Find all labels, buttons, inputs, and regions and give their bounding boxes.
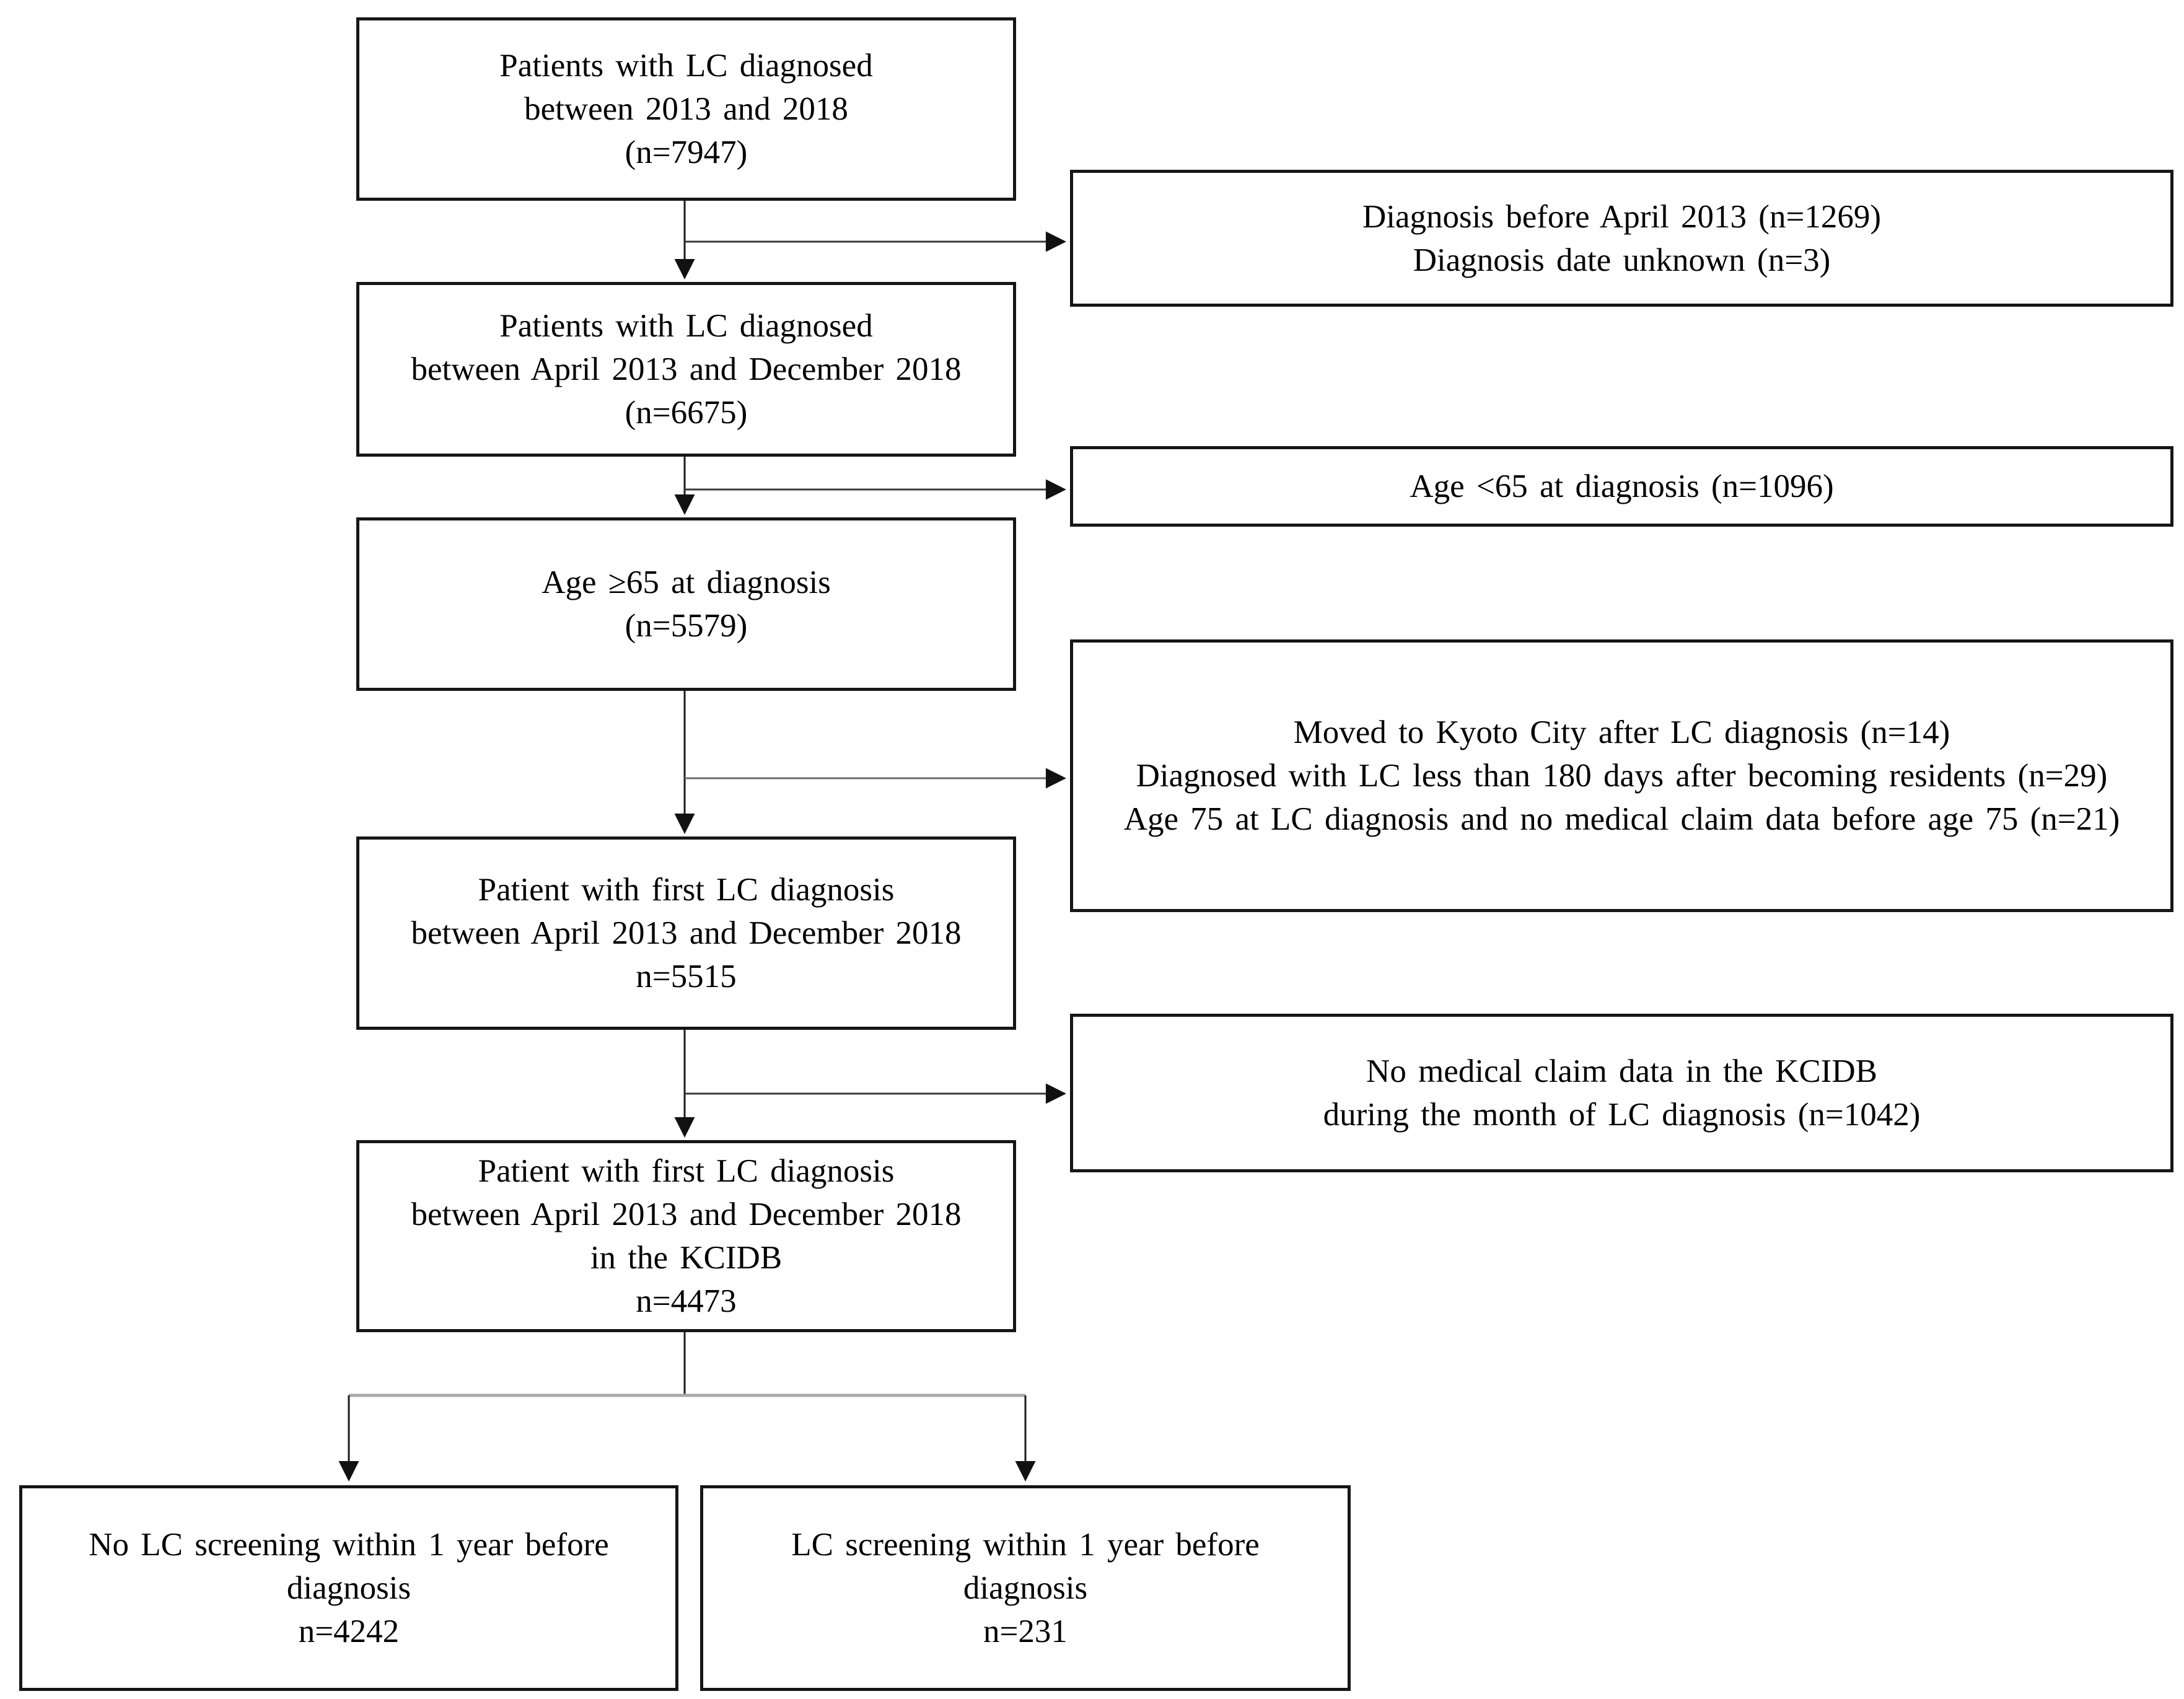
- box-excl-age-lt-65: Age <65 at diagnosis (n=1096): [1070, 446, 2173, 527]
- box-excl-residency-and-claims: Moved to Kyoto City after LC diagnosis (…: [1070, 639, 2173, 912]
- box-outcome-no-lc-screening-n4242: No LC screening within 1 year before dia…: [19, 1485, 678, 1691]
- box-excl-diagnosis-before-apr2013: Diagnosis before April 2013 (n=1269) Dia…: [1070, 170, 2173, 307]
- box-text-line: between April 2013 and December 2018: [411, 915, 962, 951]
- box-text-line: Diagnosed with LC less than 180 days aft…: [1136, 758, 2108, 794]
- box-text-line: between April 2013 and December 2018: [411, 351, 962, 387]
- box-text-line: n=4473: [636, 1283, 737, 1319]
- box-lc-diagnosed-2013-2018: Patients with LC diagnosed between 2013 …: [356, 17, 1016, 201]
- box-text-line: (n=6675): [625, 395, 748, 431]
- box-text-line: No medical claim data in the KCIDB: [1366, 1053, 1877, 1089]
- box-text-line: n=4242: [298, 1613, 400, 1649]
- box-text-line: Patients with LC diagnosed: [499, 308, 873, 344]
- box-excl-no-claim-data-kcidb: No medical claim data in the KCIDB durin…: [1070, 1014, 2173, 1172]
- box-text-line: Patient with first LC diagnosis: [478, 872, 895, 908]
- box-text-line: (n=5579): [625, 608, 748, 644]
- box-text-line: LC screening within 1 year before: [791, 1527, 1260, 1563]
- box-text-line: No LC screening within 1 year before: [89, 1527, 609, 1563]
- box-text-line: in the KCIDB: [590, 1240, 783, 1276]
- box-text-line: diagnosis: [963, 1570, 1088, 1606]
- box-text-line: Age 75 at LC diagnosis and no medical cl…: [1123, 801, 2120, 837]
- box-text-line: between April 2013 and December 2018: [411, 1196, 962, 1232]
- box-text-line: Age <65 at diagnosis (n=1096): [1410, 468, 1834, 504]
- box-first-lc-diagnosis-kcidb-n4473: Patient with first LC diagnosis between …: [356, 1140, 1016, 1332]
- box-text-line: n=5515: [636, 959, 737, 994]
- box-text-line: diagnosis: [286, 1570, 411, 1606]
- box-lc-diagnosed-apr2013-dec2018: Patients with LC diagnosed between April…: [356, 282, 1016, 457]
- box-text-line: (n=7947): [625, 134, 748, 170]
- box-text-line: Moved to Kyoto City after LC diagnosis (…: [1293, 714, 1950, 750]
- box-first-lc-diagnosis-n5515: Patient with first LC diagnosis between …: [356, 836, 1016, 1030]
- box-text-line: Patients with LC diagnosed: [499, 48, 873, 84]
- box-age-ge-65-at-diagnosis: Age ≥65 at diagnosis (n=5579): [356, 517, 1016, 691]
- box-outcome-lc-screening-n231: LC screening within 1 year before diagno…: [700, 1485, 1351, 1691]
- box-text-line: Patient with first LC diagnosis: [478, 1153, 895, 1189]
- box-text-line: during the month of LC diagnosis (n=1042…: [1323, 1097, 1921, 1133]
- box-text-line: Age ≥65 at diagnosis: [542, 564, 831, 600]
- box-text-line: between 2013 and 2018: [524, 91, 848, 127]
- box-text-line: Diagnosis before April 2013 (n=1269): [1362, 198, 1881, 235]
- box-text-line: n=231: [983, 1613, 1068, 1649]
- box-text-line: Diagnosis date unknown (n=3): [1413, 242, 1831, 278]
